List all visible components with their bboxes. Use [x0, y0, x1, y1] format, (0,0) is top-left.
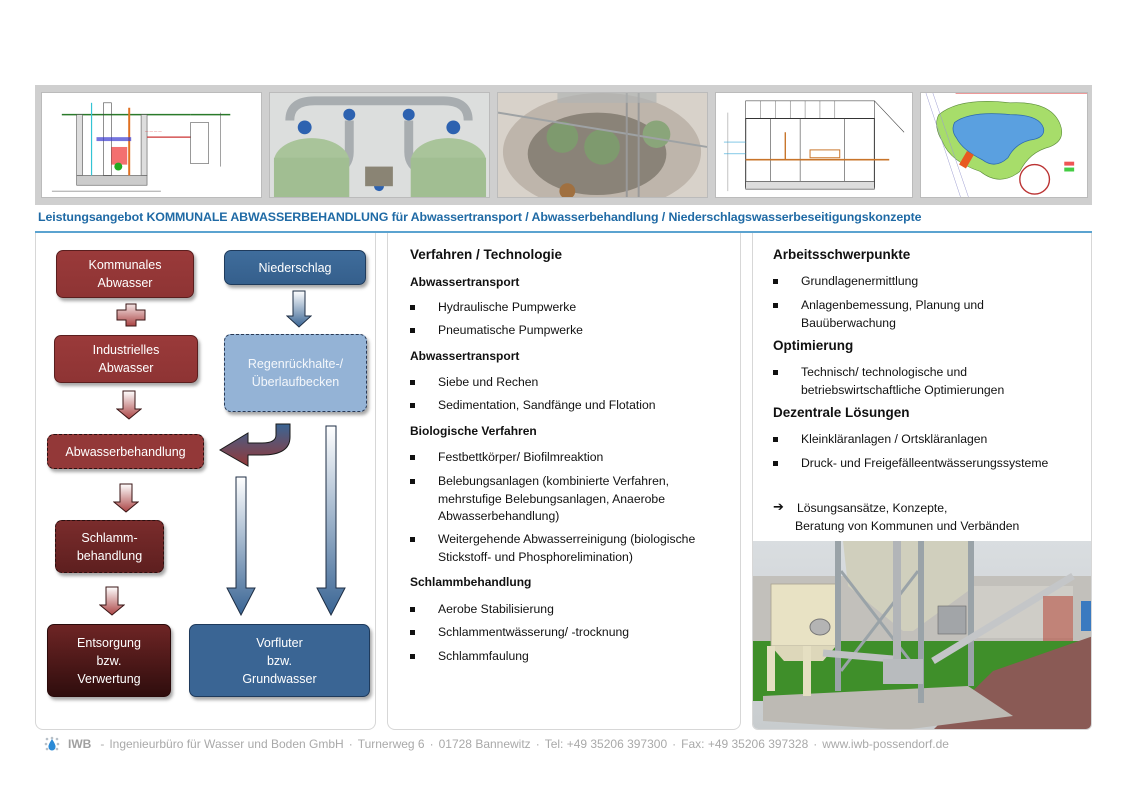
flow-label: Abwasserbehandlung — [65, 444, 186, 459]
pumping-station-drawing: — — — — — [41, 92, 262, 198]
arrow-down-icon — [113, 483, 139, 513]
list-item: Technisch/ technologische und betriebswi… — [773, 364, 1081, 399]
list-item: Grundlagenermittlung — [773, 273, 1071, 291]
curved-arrow-icon — [219, 423, 291, 467]
flow-box-schlammbehandlung: Schlamm-behandlung — [55, 520, 164, 573]
section-heading: Abwassertransport — [410, 275, 520, 289]
footer-tel: Tel: +49 35206 397300 — [544, 737, 668, 751]
flow-box-vorfluter: Vorfluter bzw. Grundwasser — [189, 624, 370, 697]
company-logo-icon — [44, 736, 60, 751]
section-heading: Arbeitsschwerpunkte — [773, 247, 911, 262]
flow-label: Niederschlag — [258, 260, 332, 275]
footer-brand: IWB — [68, 737, 92, 751]
pneumatic-pump-photo — [269, 92, 490, 198]
flow-box-entsorgung: Entsorgung bzw. Verwertung — [47, 624, 171, 697]
arrow-right-icon: ➔ — [773, 499, 784, 514]
headline: Leistungsangebot KOMMUNALE ABWASSERBEHAN… — [38, 210, 922, 224]
flow-label: Entsorgung — [77, 635, 141, 650]
technology-title: Verfahren / Technologie — [410, 247, 563, 262]
footer-street: Turnerweg 6 — [357, 737, 425, 751]
list-item: Weitergehende Abwasserreinigung (biologi… — [410, 531, 733, 566]
flow-label: Vorfluter — [256, 635, 303, 650]
arrow-down-long-icon — [316, 425, 346, 616]
list-item: Anlagenbemessung, Planung und Bauüberwac… — [773, 297, 1031, 332]
svg-text:— — — —: — — — — — [145, 129, 162, 133]
arrow-down-icon — [99, 586, 125, 616]
plus-icon — [116, 303, 146, 327]
flow-box-niederschlag: Niederschlag — [224, 250, 366, 285]
arrow-down-long-icon — [226, 476, 256, 616]
flow-label: Industrielles — [92, 343, 160, 357]
footer-city: 01728 Bannewitz — [438, 737, 531, 751]
footer-separator: · — [813, 737, 818, 751]
list-item: Festbettkörper/ Biofilmreaktion — [410, 449, 728, 467]
technology-panel: Verfahren / Technologie Abwassertranspor… — [387, 233, 741, 730]
note-line: Beratung von Kommunen und Verbänden — [795, 519, 1020, 533]
footer-separator: · — [429, 737, 434, 751]
list-item: Druck- und Freigefälleentwässerungssyste… — [773, 455, 1086, 473]
note-line: Lösungsansätze, Konzepte, — [797, 501, 948, 515]
list-item: Schlammentwässerung/ -trocknung — [410, 624, 728, 642]
list-item: Belebungsanlagen (kombinierte Verfahren,… — [410, 473, 703, 526]
flow-label: bzw. — [96, 653, 122, 668]
list-item: Kleinkläranlagen / Ortskläranlagen — [773, 431, 1081, 449]
section-heading: Abwassertransport — [410, 349, 520, 363]
list-item: Sedimentation, Sandfänge und Flotation — [410, 397, 728, 415]
sludge-silo-photo — [753, 541, 1091, 729]
section-heading: Biologische Verfahren — [410, 424, 537, 438]
arrow-down-icon — [116, 390, 142, 420]
flow-label: behandlung — [76, 548, 143, 563]
photo-strip: — — — — — [35, 85, 1092, 205]
shaft-interior-photo — [497, 92, 708, 198]
flow-box-abwasserbehandlung: Abwasserbehandlung — [47, 434, 204, 469]
flow-label: Regenrückhalte-/ — [247, 357, 344, 371]
section-heading: Schlammbehandlung — [410, 575, 532, 589]
list-item: Aerobe Stabilisierung — [410, 601, 728, 619]
footer-separator: · — [672, 737, 677, 751]
flow-label: Abwasser — [97, 276, 153, 290]
footer-separator: · — [535, 737, 540, 751]
section-heading: Dezentrale Lösungen — [773, 405, 910, 420]
list-item: Schlammfaulung — [410, 648, 728, 666]
list-item: Hydraulische Pumpwerke — [410, 299, 728, 317]
footer-separator: - — [100, 737, 105, 751]
footer-separator: · — [348, 737, 353, 751]
flow-box-regenrueckhaltebecken: Regenrückhalte-/ Überlaufbecken — [224, 334, 367, 412]
footer: IWB - Ingenieurbüro für Wasser und Boden… — [44, 736, 949, 752]
arrow-down-icon — [286, 290, 312, 328]
footer-fax: Fax: +49 35206 397328 — [681, 737, 809, 751]
footer-company: Ingenieurbüro für Wasser und Boden GmbH — [109, 737, 344, 751]
section-heading: Optimierung — [773, 338, 854, 353]
list-item: Pneumatische Pumpwerke — [410, 322, 728, 340]
flow-label: Überlaufbecken — [251, 375, 340, 389]
flow-label: Schlamm- — [81, 530, 138, 545]
work-focus-panel: Arbeitsschwerpunkte Grundlagenermittlung… — [752, 233, 1092, 730]
flow-label: Abwasser — [98, 361, 154, 375]
retention-basin-plan — [920, 92, 1088, 198]
flow-label: Verwertung — [77, 671, 141, 686]
treatment-building-drawing — [715, 92, 913, 198]
list-item: Siebe und Rechen — [410, 374, 728, 392]
headline-rule — [35, 231, 1092, 233]
footer-website-link[interactable]: www.iwb-possendorf.de — [822, 737, 949, 751]
flow-label: Grundwasser — [242, 671, 317, 686]
flow-label: Kommunales — [88, 258, 162, 272]
flow-label: bzw. — [266, 653, 292, 668]
